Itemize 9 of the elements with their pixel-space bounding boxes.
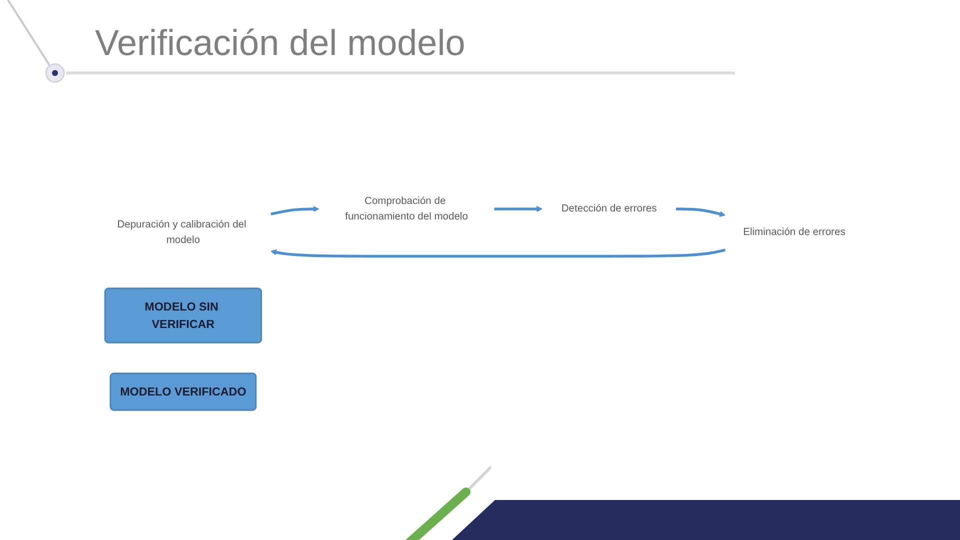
node-text: Eliminación de errores — [743, 226, 846, 238]
node-text: Detección de errores — [561, 202, 657, 214]
arrow — [270, 248, 726, 258]
node-text: Comprobación de funcionamiento del modelo — [345, 194, 468, 222]
node-text: Depuración y calibración del modelo — [117, 218, 246, 246]
slide-title: Verificación del modelo — [95, 22, 466, 64]
arrow — [270, 206, 320, 216]
arrow — [676, 208, 726, 217]
arrow — [494, 206, 542, 212]
